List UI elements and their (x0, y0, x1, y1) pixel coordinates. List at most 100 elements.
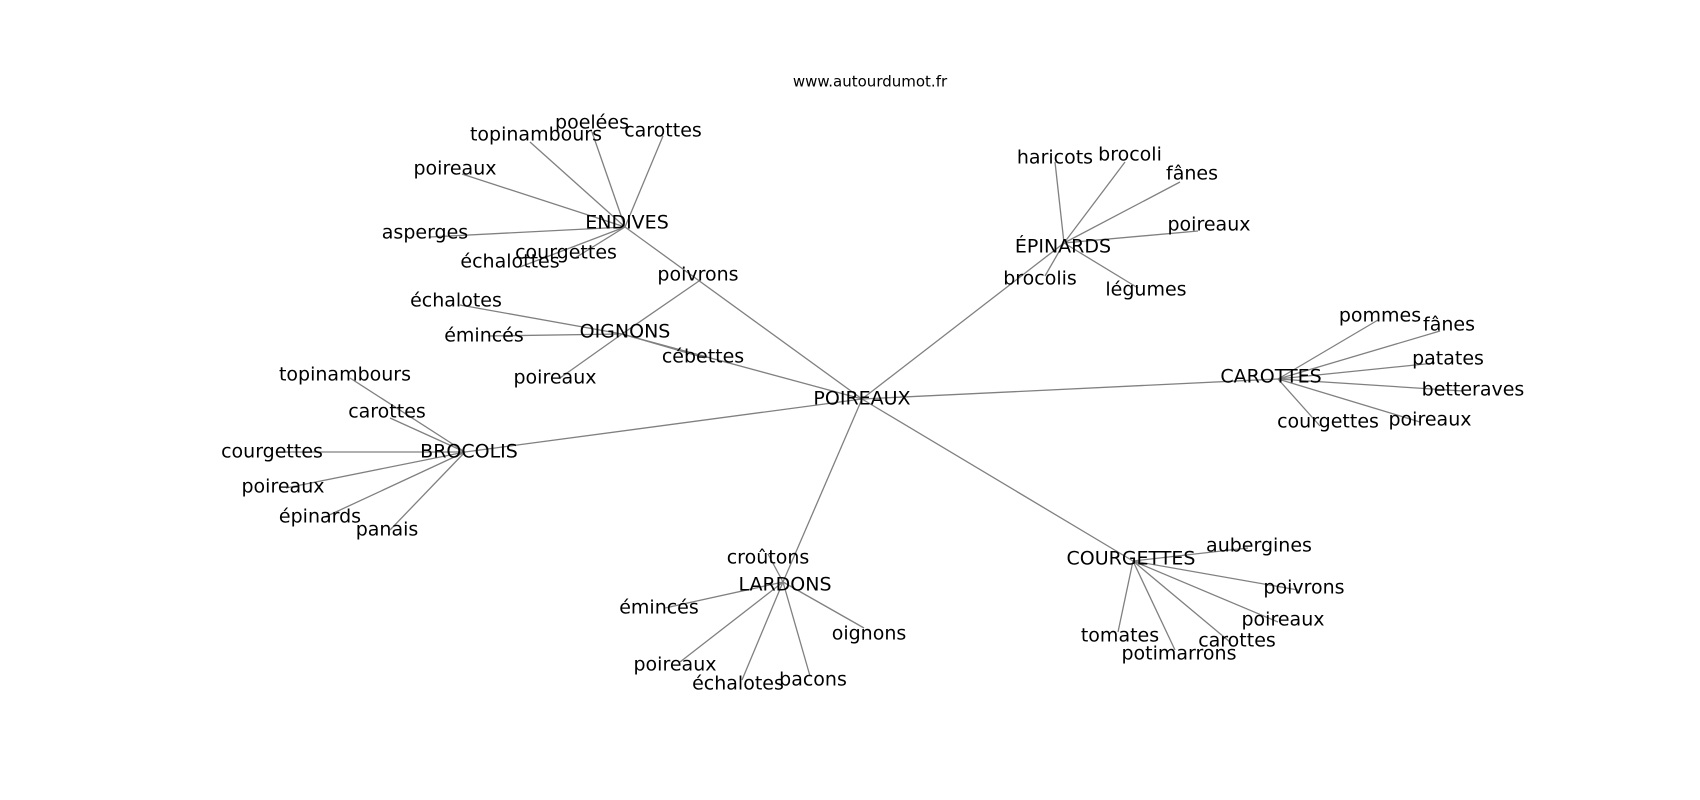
leaf-node-courgettes[interactable]: potimarrons (1121, 643, 1236, 665)
leaf-node-oignons[interactable]: émincés (444, 325, 524, 347)
edge-brocolis-to-leaf (389, 417, 466, 453)
cluster-node-carottes[interactable]: CAROTTES (1220, 366, 1321, 388)
edge-carottes-to-leaf (1277, 378, 1321, 427)
leaf-node-carottes[interactable]: betteraves (1422, 379, 1525, 401)
leaf-node-carottes[interactable]: pommes (1339, 305, 1421, 327)
leaf-node-lardons[interactable]: échalotes (692, 673, 784, 695)
edge-courgettes-to-leaf (1132, 560, 1231, 643)
leaf-node-oignons[interactable]: poivrons (657, 264, 738, 286)
edge-endives-to-leaf (461, 173, 626, 228)
edge-oignons-to-leaf (621, 333, 706, 359)
leaf-node-courgettes[interactable]: poivrons (1263, 577, 1344, 599)
leaf-node-lardons[interactable]: émincés (619, 597, 699, 619)
leaf-node-endives[interactable]: asperges (382, 222, 468, 244)
edge-carottes-to-leaf (1277, 378, 1421, 423)
leaf-node-brocolis[interactable]: épinards (279, 506, 361, 528)
leaf-node-oignons[interactable]: poireaux (514, 367, 597, 389)
leaf-node-lardons[interactable]: croûtons (727, 547, 810, 569)
leaf-node-oignons[interactable]: échalotes (410, 290, 502, 312)
edge-lardons-to-leaf (664, 581, 784, 609)
leaf-node-endives[interactable]: courgettes (515, 242, 617, 264)
edge-endives-to-leaf (519, 226, 626, 268)
leaf-node-endives[interactable]: poireaux (414, 158, 497, 180)
leaf-node-courgettes[interactable]: carottes (1198, 630, 1276, 652)
edge-endives-to-leaf (591, 131, 626, 228)
edge-center-to-lardons (782, 398, 863, 583)
edge-epinards-to-leaf (1063, 230, 1199, 244)
cluster-node-endives[interactable]: ENDIVES (585, 212, 669, 234)
leaf-node-brocolis[interactable]: courgettes (221, 441, 323, 463)
cluster-node-oignons[interactable]: OIGNONS (580, 321, 671, 343)
edge-brocolis-to-leaf (324, 451, 466, 518)
edge-courgettes-to-leaf (1132, 560, 1279, 623)
leaf-node-courgettes[interactable]: aubergines (1206, 535, 1312, 557)
leaf-node-endives[interactable]: topinambours (470, 124, 602, 146)
edge-carottes-to-leaf (1277, 330, 1441, 380)
leaf-node-endives[interactable]: carottes (624, 120, 702, 142)
edge-endives-to-leaf (574, 226, 626, 259)
edge-epinards-to-leaf (1044, 242, 1065, 277)
edge-center-to-brocolis (464, 398, 863, 453)
leaf-node-endives[interactable]: poelées (555, 112, 629, 134)
site-url[interactable]: www.autourdumot.fr (793, 73, 948, 91)
edge-epinards-to-leaf (1054, 161, 1065, 244)
edge-epinards-to-leaf (1063, 161, 1126, 244)
edge-lardons-to-leaf (767, 553, 784, 583)
leaf-node-courgettes[interactable]: poireaux (1242, 609, 1325, 631)
leaf-node-epinards[interactable]: fânes (1166, 163, 1218, 185)
cluster-node-epinards[interactable]: ÉPINARDS (1015, 235, 1111, 258)
leaf-node-carottes[interactable]: patates (1412, 348, 1484, 370)
leaf-node-endives[interactable]: échalottes (460, 251, 559, 273)
cluster-node-courgettes[interactable]: COURGETTES (1066, 548, 1195, 570)
edge-carottes-to-leaf (1277, 378, 1464, 392)
edge-oignons-to-leaf (559, 333, 623, 379)
leaf-node-brocolis[interactable]: poireaux (242, 476, 325, 498)
edge-endives-to-leaf (624, 135, 664, 228)
leaf-node-epinards[interactable]: brocolis (1003, 268, 1077, 290)
edge-lardons-to-leaf (782, 581, 865, 629)
edge-brocolis-to-leaf (285, 451, 466, 489)
edge-epinards-to-leaf (1063, 242, 1139, 289)
labels-layer: ENDIVESpoeléescarottestopinambourspoirea… (221, 112, 1524, 695)
leaf-node-epinards[interactable]: poireaux (1168, 214, 1251, 236)
cluster-node-brocolis[interactable]: BROCOLIS (420, 441, 518, 463)
leaf-node-epinards[interactable]: légumes (1105, 279, 1186, 301)
leaf-node-courgettes[interactable]: tomates (1081, 625, 1159, 647)
leaf-node-carottes[interactable]: fânes (1423, 314, 1475, 336)
edge-courgettes-to-leaf (1132, 560, 1299, 591)
edge-center-to-endives (624, 226, 863, 400)
leaf-node-brocolis[interactable]: topinambours (279, 364, 411, 386)
edge-oignons-to-leaf (487, 333, 623, 337)
leaf-node-lardons[interactable]: poireaux (634, 654, 717, 676)
edge-center-to-courgettes (861, 398, 1134, 562)
edge-endives-to-leaf (429, 226, 626, 238)
edge-center-to-oignons (621, 333, 863, 400)
edge-oignons-to-leaf (459, 304, 623, 335)
leaf-node-carottes[interactable]: courgettes (1277, 411, 1379, 433)
edge-oignons-to-leaf (621, 280, 700, 335)
edge-lardons-to-leaf (679, 581, 784, 663)
edge-carottes-to-leaf (1277, 319, 1379, 380)
edge-lardons-to-leaf (741, 581, 784, 681)
leaf-node-oignons[interactable]: cébettes (662, 346, 744, 368)
edge-epinards-to-leaf (1063, 181, 1181, 244)
center-node-label[interactable]: POIREAUX (813, 388, 910, 410)
edge-courgettes-to-leaf (1132, 547, 1249, 562)
edge-endives-to-leaf (529, 141, 626, 228)
leaf-node-brocolis[interactable]: panais (356, 519, 419, 541)
edge-center-to-carottes (861, 378, 1279, 400)
leaf-node-brocolis[interactable]: carottes (348, 401, 426, 423)
edge-brocolis-to-leaf (389, 451, 466, 531)
leaf-node-lardons[interactable]: bacons (779, 669, 847, 691)
leaf-node-epinards[interactable]: haricots (1017, 147, 1093, 169)
edge-courgettes-to-leaf (1132, 560, 1176, 651)
edge-brocolis-to-leaf (349, 377, 466, 453)
edges-layer (276, 131, 1464, 681)
edge-lardons-to-leaf (782, 581, 811, 677)
leaf-node-carottes[interactable]: poireaux (1389, 409, 1472, 431)
leaf-node-epinards[interactable]: brocoli (1098, 144, 1162, 166)
leaf-node-lardons[interactable]: oignons (832, 623, 907, 645)
edge-center-to-epinards (861, 242, 1065, 400)
cluster-node-lardons[interactable]: LARDONS (738, 574, 831, 596)
